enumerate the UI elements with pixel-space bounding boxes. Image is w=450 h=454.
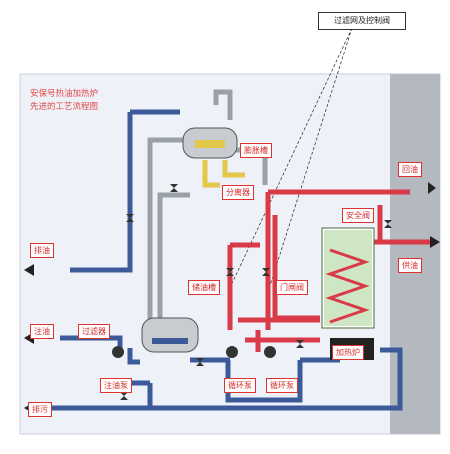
label-filter: 过滤器 bbox=[78, 324, 110, 339]
yellow-pipes bbox=[202, 160, 245, 188]
label-oil-pump: 注油泵 bbox=[100, 378, 132, 393]
label-separator: 分离器 bbox=[222, 185, 254, 200]
label-oil-inject: 注油 bbox=[30, 324, 54, 339]
label-safety-valve: 安全阀 bbox=[342, 208, 374, 223]
label-expansion-tank: 膨胀槽 bbox=[240, 143, 272, 158]
label-return-oil: 回油 bbox=[398, 162, 422, 177]
label-gate-valve: 门闸阀 bbox=[276, 280, 308, 295]
red-pipes bbox=[227, 189, 430, 352]
diagram-title: 安保号热油加热炉 先进的工艺流程图 bbox=[30, 88, 98, 114]
oil-pump bbox=[112, 346, 124, 358]
label-circulation-pump-2: 循环泵 bbox=[266, 378, 298, 393]
title-line-1: 安保号热油加热炉 bbox=[30, 89, 99, 99]
heater-coil bbox=[325, 248, 370, 324]
storage-tank bbox=[141, 317, 199, 353]
filter-control-callout: 过滤网及控制阀 bbox=[318, 12, 406, 30]
storage-tank-level bbox=[152, 338, 188, 344]
title-line-2: 先进的工艺流程图 bbox=[30, 102, 99, 112]
label-storage-tank: 储油槽 bbox=[188, 280, 220, 295]
circulation-pump-1 bbox=[226, 346, 238, 358]
callout-leader-2 bbox=[267, 27, 353, 293]
label-exhaust: 排污 bbox=[28, 402, 52, 417]
circulation-pump-2 bbox=[264, 346, 276, 358]
callout-leader-1 bbox=[227, 27, 353, 293]
expansion-tank-level bbox=[195, 140, 225, 148]
label-circulation-pump-1: 循环泵 bbox=[224, 378, 256, 393]
label-oil-drain: 排油 bbox=[30, 243, 54, 258]
valves bbox=[120, 184, 392, 400]
label-heater-furnace: 加热炉 bbox=[332, 345, 364, 360]
label-supply-oil: 供油 bbox=[398, 258, 422, 273]
